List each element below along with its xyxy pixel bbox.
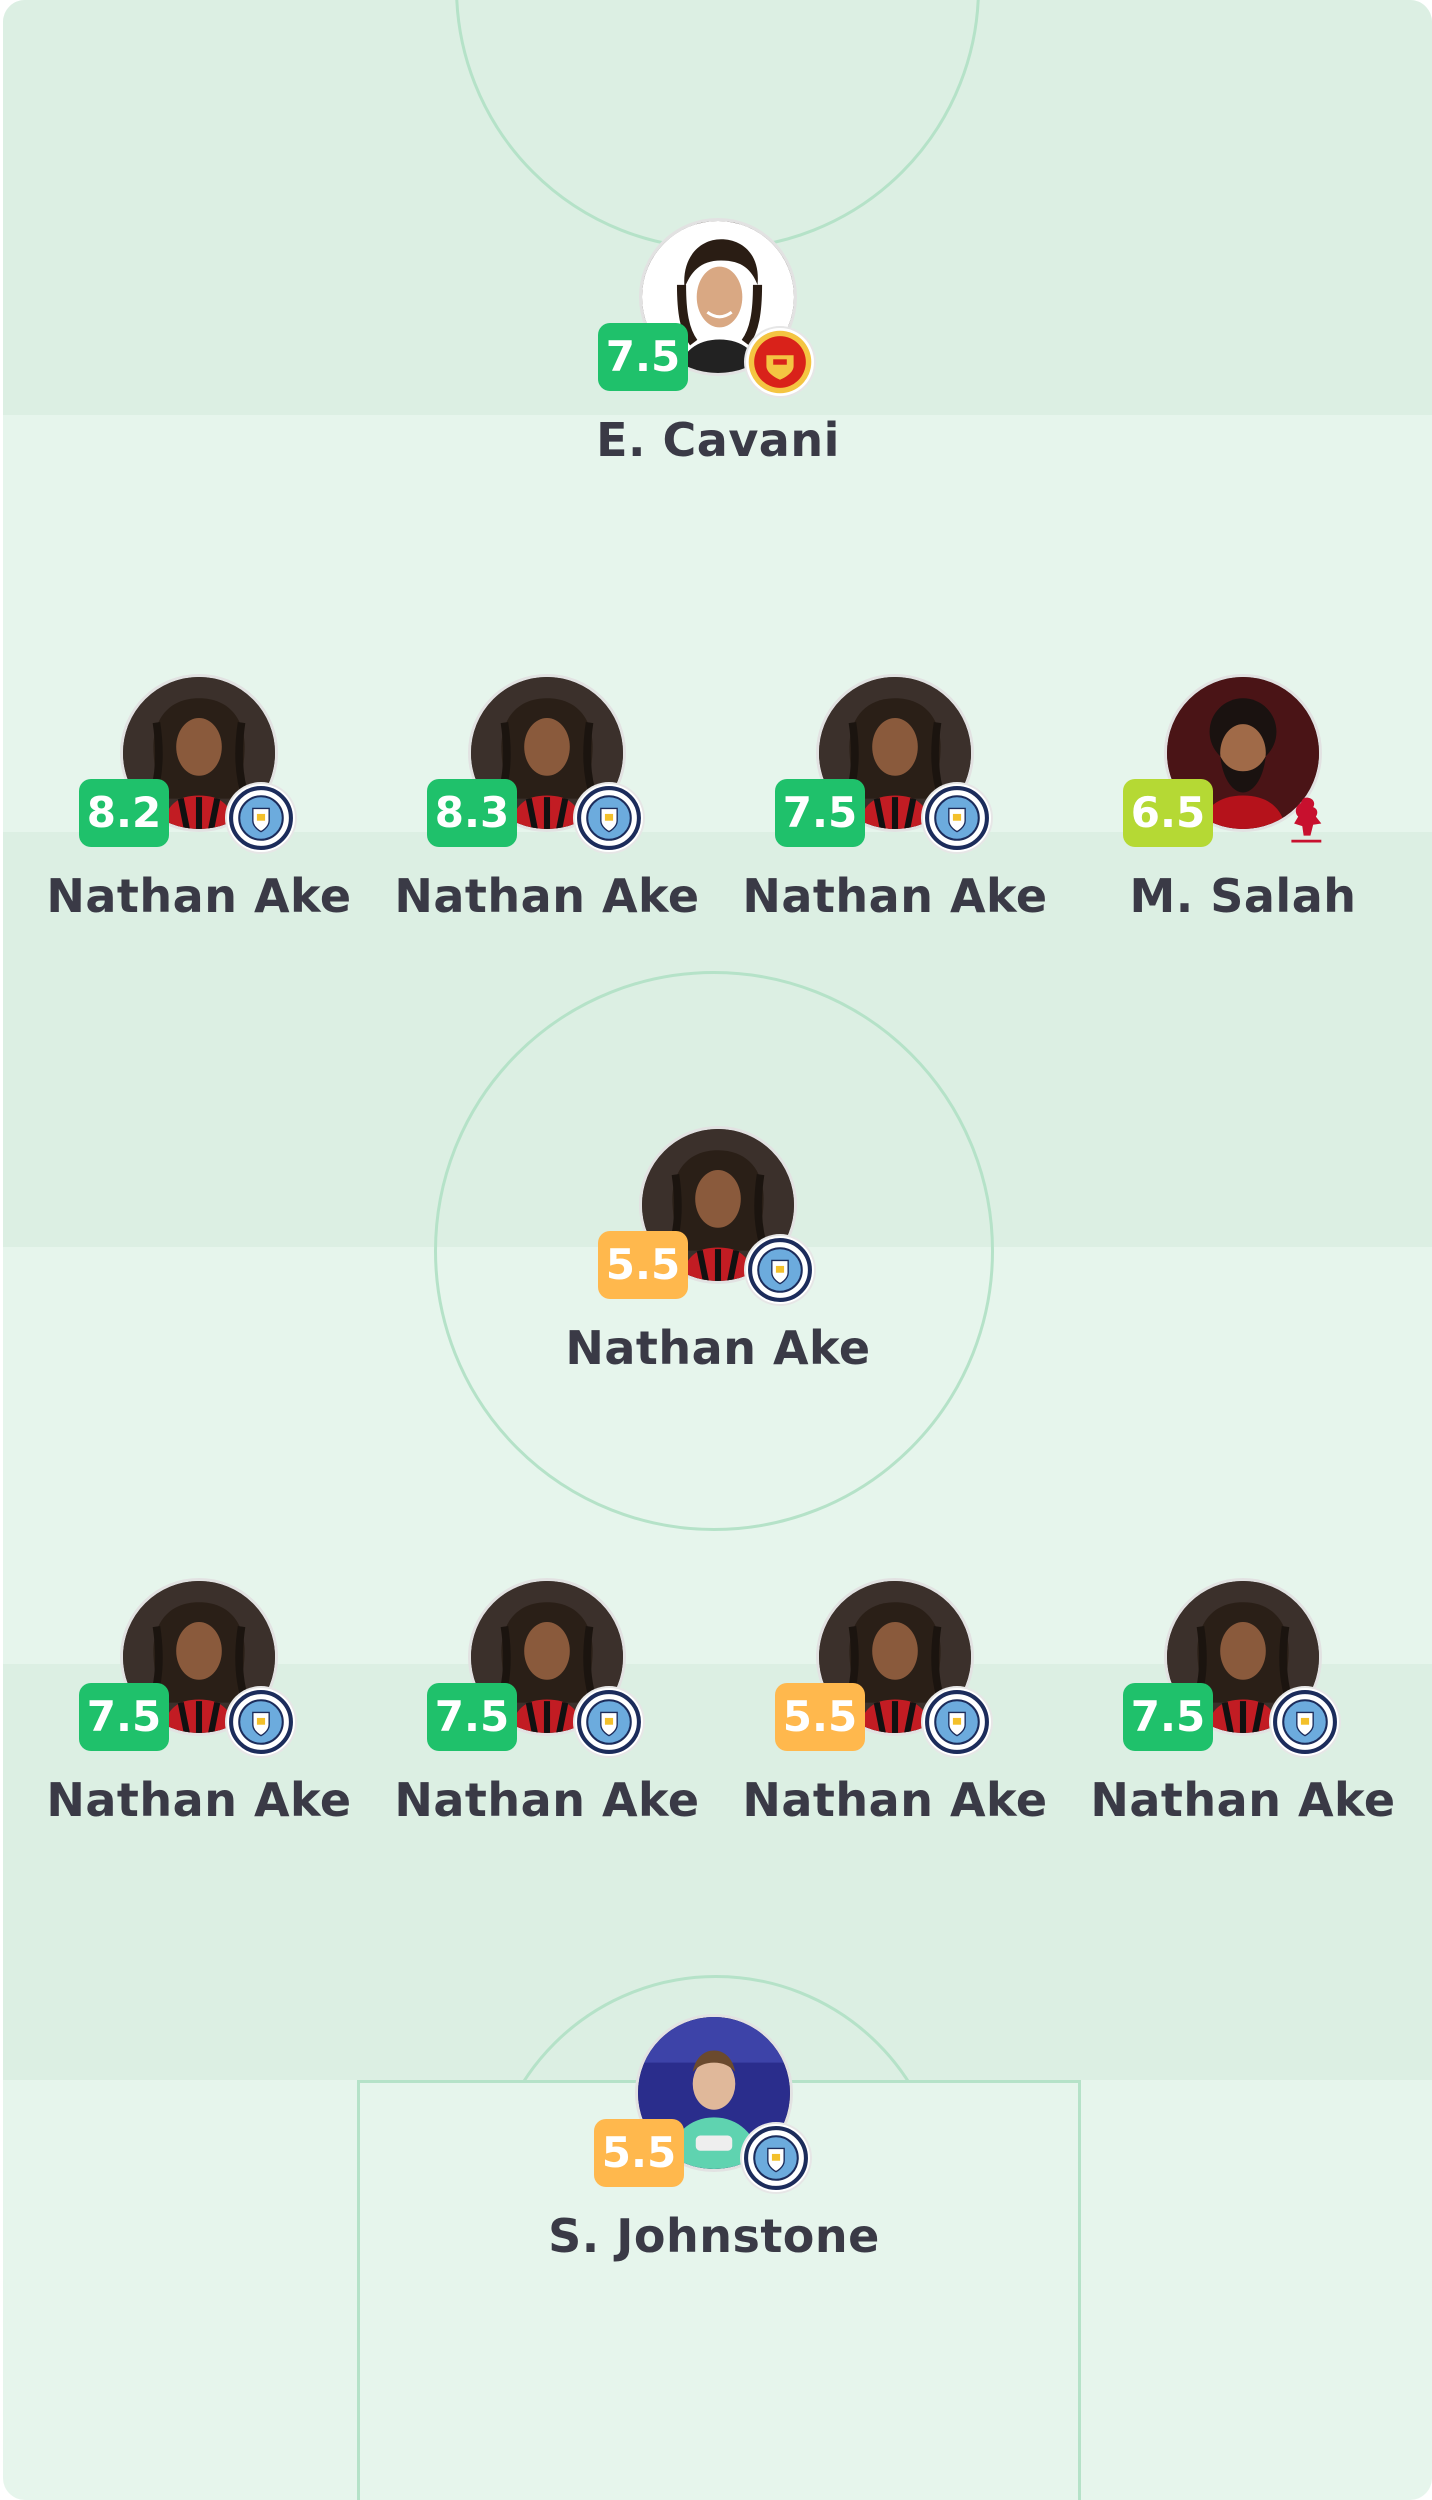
manchester-united-crest-icon <box>746 328 814 396</box>
rating-badge: 5.5 <box>598 1231 688 1299</box>
rating-badge: 5.5 <box>594 2119 684 2187</box>
player-name: Nathan Ake <box>742 869 1048 923</box>
player-name: Nathan Ake <box>46 1773 352 1827</box>
player-name: M. Salah <box>1129 869 1357 923</box>
player-name: Nathan Ake <box>742 1773 1048 1827</box>
player-name: Nathan Ake <box>394 869 700 923</box>
player-card-defensive-midfielder[interactable]: 5.5 Nathan Ake <box>565 1126 870 1406</box>
player-card-defender[interactable]: 7.5 Nathan Ake <box>1090 1578 1395 1858</box>
rating-badge: 8.3 <box>427 779 517 847</box>
rating-badge: 7.5 <box>775 779 865 847</box>
rating-badge: 8.2 <box>79 779 169 847</box>
player-name: Nathan Ake <box>1090 1773 1396 1827</box>
player-name: Nathan Ake <box>46 869 352 923</box>
rating-badge: 5.5 <box>775 1683 865 1751</box>
player-card-defender[interactable]: 5.5 Nathan Ake <box>742 1578 1047 1858</box>
player-card-midfielder[interactable]: 8.3 Nathan Ake <box>394 674 699 954</box>
rating-badge: 7.5 <box>427 1683 517 1751</box>
liverpool-crest-icon <box>1271 784 1339 852</box>
rating-badge: 7.5 <box>79 1683 169 1751</box>
player-card-midfielder[interactable]: 7.5 Nathan Ake <box>742 674 1047 954</box>
manchester-city-crest-icon <box>575 784 643 852</box>
manchester-city-crest-icon <box>575 1688 643 1756</box>
player-name: E. Cavani <box>596 413 840 467</box>
center-circle <box>434 971 994 1531</box>
football-pitch: 7.5 E. Cavani 8.2 Nathan Ake 8.3 Nathan … <box>3 0 1432 2500</box>
rating-badge: 7.5 <box>1123 1683 1213 1751</box>
player-card-midfielder[interactable]: 8.2 Nathan Ake <box>46 674 351 954</box>
rating-badge: 7.5 <box>598 323 688 391</box>
player-card-defender[interactable]: 7.5 Nathan Ake <box>394 1578 699 1858</box>
player-name: Nathan Ake <box>565 1321 871 1375</box>
player-card-goalkeeper[interactable]: 5.5 S. Johnstone <box>548 2014 879 2294</box>
rating-badge: 6.5 <box>1123 779 1213 847</box>
player-card-defender[interactable]: 7.5 Nathan Ake <box>46 1578 351 1858</box>
player-name: S. Johnstone <box>548 2209 880 2263</box>
player-card-forward[interactable]: 7.5 E. Cavani <box>568 218 868 498</box>
manchester-city-crest-icon <box>227 784 295 852</box>
player-card-midfielder[interactable]: 6.5 M. Salah <box>1093 674 1393 954</box>
player-name: Nathan Ake <box>394 1773 700 1827</box>
manchester-city-crest-icon <box>923 1688 991 1756</box>
manchester-city-crest-icon <box>923 784 991 852</box>
manchester-city-crest-icon <box>227 1688 295 1756</box>
manchester-city-crest-icon <box>1271 1688 1339 1756</box>
manchester-city-crest-icon <box>746 1236 814 1304</box>
manchester-city-crest-icon <box>742 2124 810 2192</box>
